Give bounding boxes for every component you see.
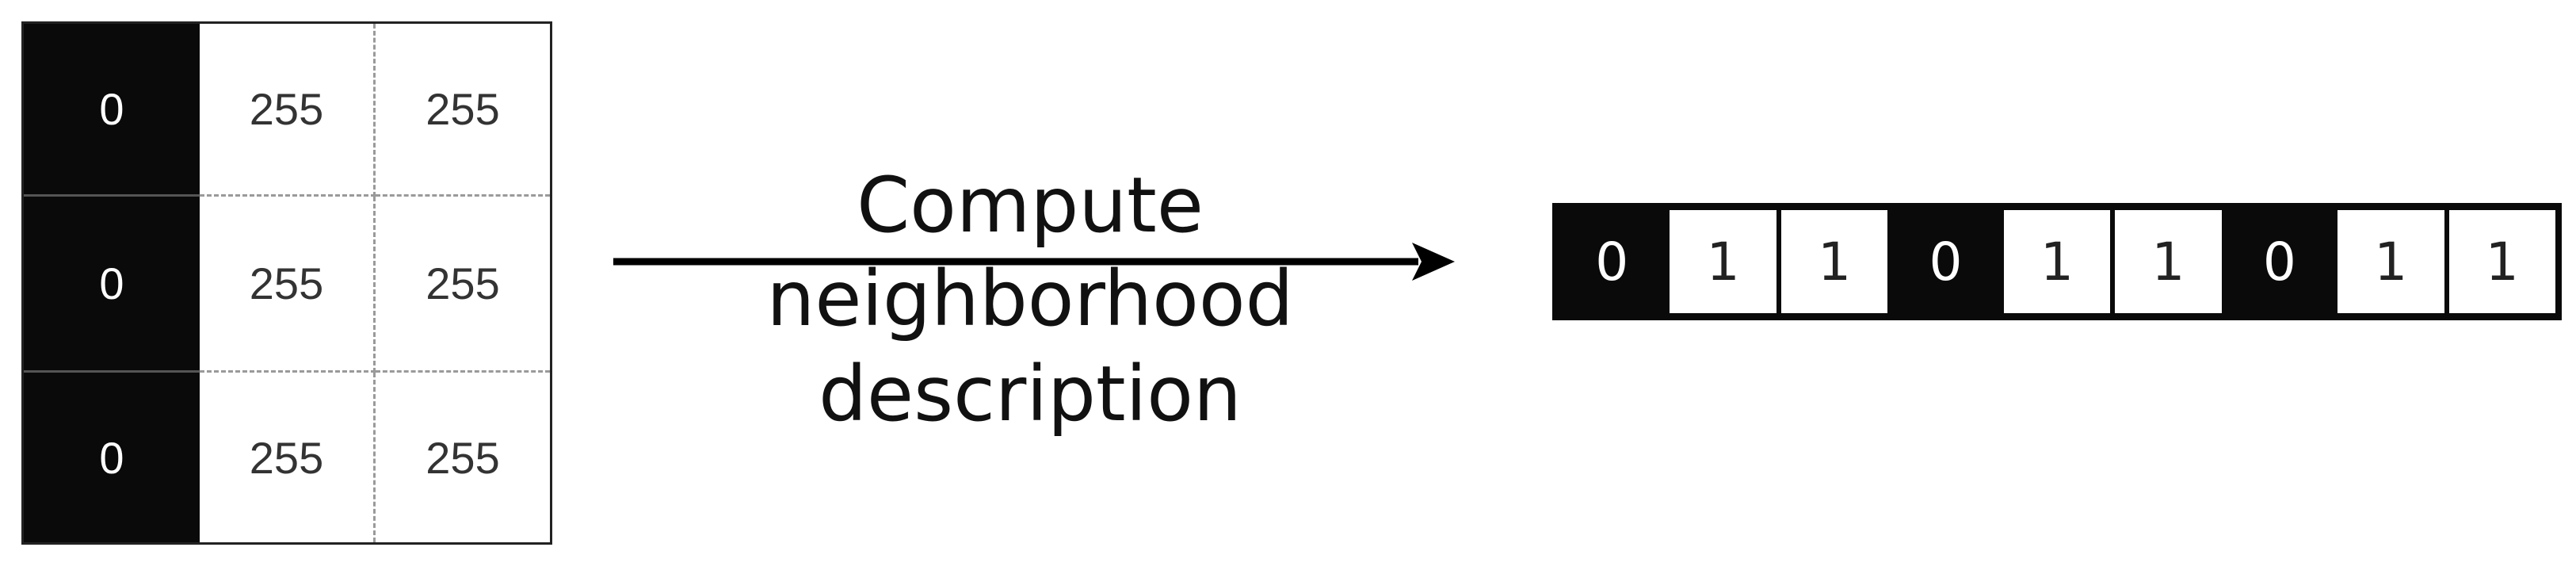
descriptor-cell-6: 0 [2226,210,2334,313]
descriptor-cell-7: 1 [2337,210,2444,313]
right-arrow-icon [613,243,1455,281]
transform-label: Compute neighborhood description [610,159,1450,441]
descriptor-cell-3: 0 [1892,210,1999,313]
descriptor-cell-0: 0 [1559,210,1666,313]
grid-cell-r0-c1: 255 [200,24,376,197]
descriptor-cell-5: 1 [2115,210,2222,313]
descriptor-cell-1: 1 [1670,210,1776,313]
grid-cell-r1-c0: 0 [24,197,200,373]
grid-cell-r1-c2: 255 [376,197,550,373]
neighborhood-descriptor-strip: 0 1 1 0 1 1 0 1 1 [1552,203,2562,320]
grid-cell-r1-c1: 255 [200,197,376,373]
descriptor-cell-8: 1 [2448,210,2555,313]
descriptor-cell-4: 1 [2003,210,2111,313]
transform-label-line2: description [819,350,1242,438]
grid-cell-r2-c2: 255 [376,373,550,542]
descriptor-cell-2: 1 [1780,210,1888,313]
grid-cell-r2-c1: 255 [200,373,376,542]
pixel-neighborhood-grid: 0 255 255 0 255 255 0 255 255 [21,21,552,545]
grid-cell-r2-c0: 0 [24,373,200,542]
arrow-head [1412,243,1455,281]
grid-cell-r0-c2: 255 [376,24,550,197]
grid-cell-r0-c0: 0 [24,24,200,197]
transform-label-line1: Compute neighborhood [766,161,1294,343]
